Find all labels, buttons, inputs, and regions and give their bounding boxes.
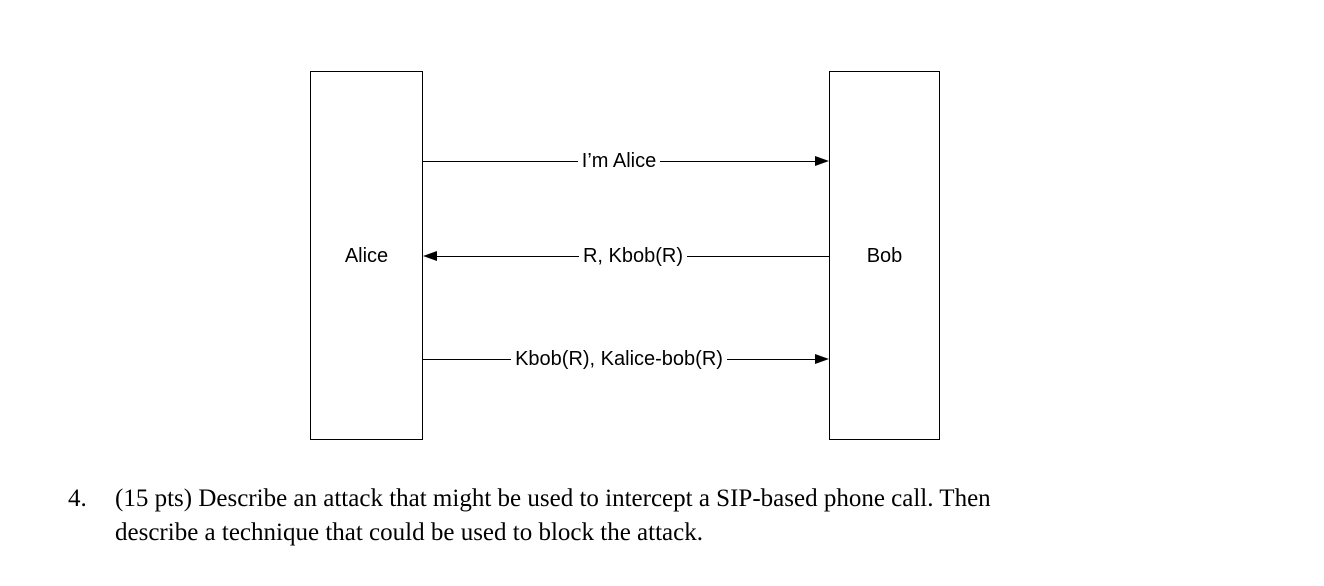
question-4: 4. (15 pts) Describe an attack that migh…: [68, 482, 1177, 550]
message-label: Kbob(R), Kalice-bob(R): [515, 348, 723, 370]
arrow-line: [423, 160, 578, 162]
actor-box-bob: Bob: [829, 71, 940, 440]
message-label: I’m Alice: [581, 150, 657, 172]
actor-label-alice: Alice: [344, 244, 389, 267]
arrow-line: [437, 255, 579, 257]
question-number: 4.: [68, 485, 87, 512]
message-arrow-im-alice: I’m Alice: [423, 148, 829, 174]
question-text: (15 pts) Describe an attack that might b…: [115, 482, 1177, 550]
arrowhead-right-icon: [815, 354, 830, 364]
arrow-line: [423, 358, 512, 360]
arrowhead-left-icon: [423, 251, 437, 261]
actor-box-alice: Alice: [310, 71, 423, 440]
arrowhead-right-icon: [815, 156, 829, 166]
question-text-line-2: describe a technique that could be used …: [115, 519, 703, 546]
question-text-line-1: (15 pts) Describe an attack that might b…: [115, 485, 991, 512]
arrow-line: [660, 160, 815, 162]
arrow-line: [726, 358, 816, 360]
actor-label-bob: Bob: [866, 244, 903, 267]
message-arrow-kbob-kalice-bob: Kbob(R), Kalice-bob(R): [423, 346, 830, 372]
message-arrow-r-kbob-r: R, Kbob(R): [423, 243, 829, 269]
message-label: R, Kbob(R): [582, 245, 684, 267]
arrow-line: [687, 255, 829, 257]
